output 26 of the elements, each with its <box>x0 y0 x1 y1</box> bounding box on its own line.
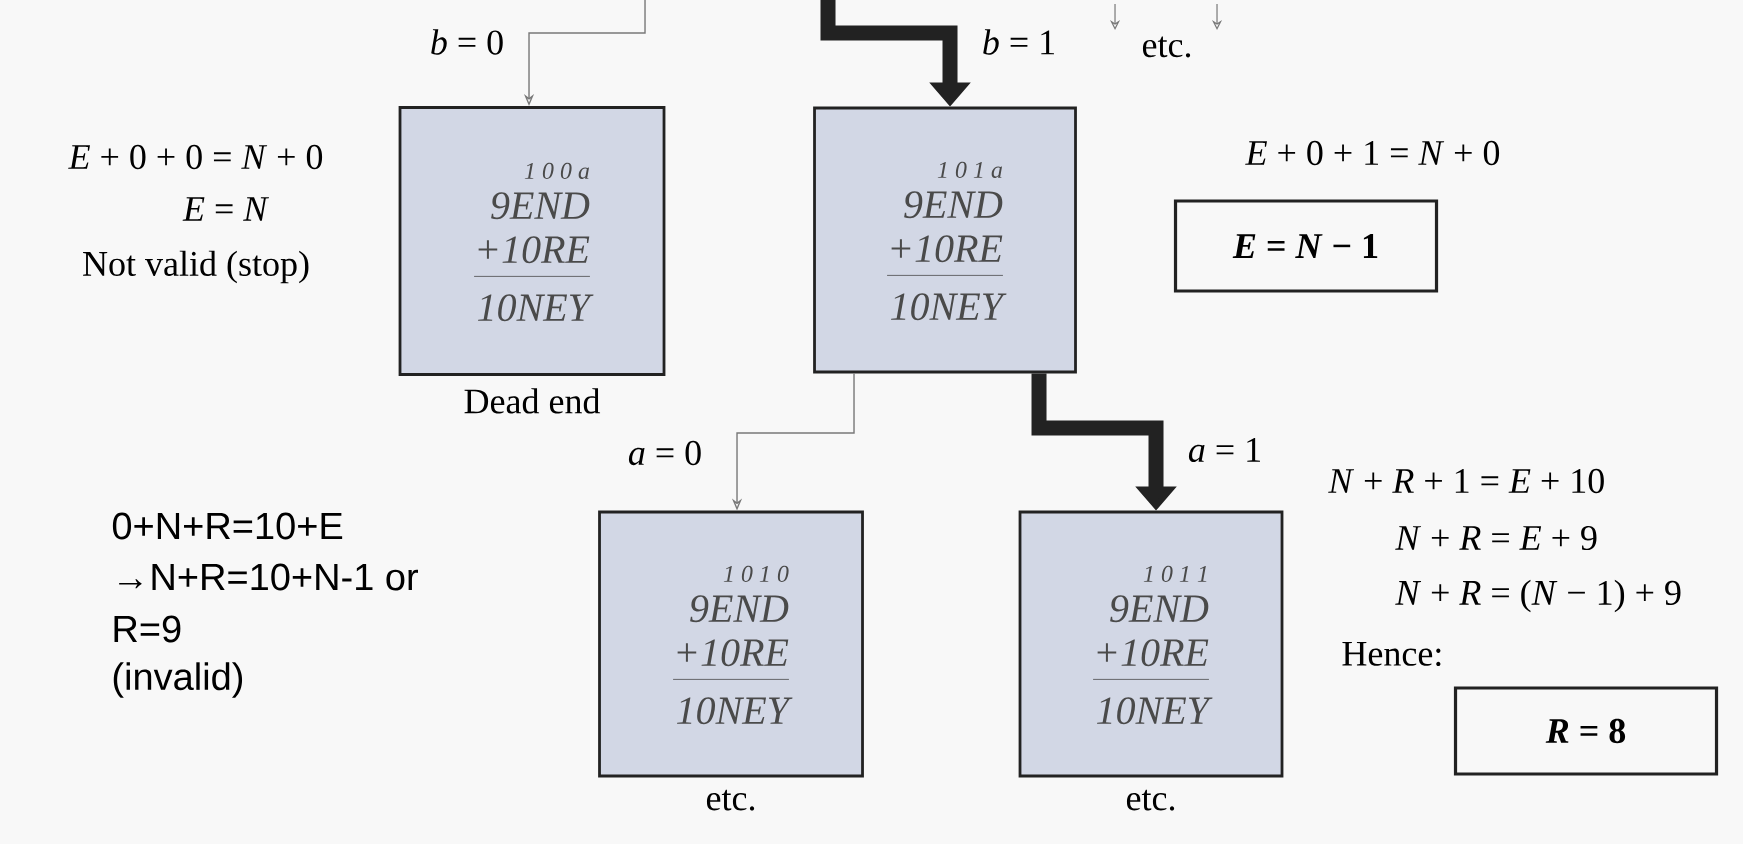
cryptarithm-card: 1 0 0 a 9END +10RE 10NEY <box>398 106 666 376</box>
edge-label: b = 0 <box>425 25 509 59</box>
equation: Not valid (stop) <box>83 250 309 284</box>
equation: E + 0 + 0 = N + 0 <box>68 144 323 170</box>
node-label: Dead end <box>464 388 601 414</box>
node-label: etc. <box>706 789 755 811</box>
edge-label: a = 0 <box>623 436 707 470</box>
note: 0+N+R=10+E <box>112 512 343 540</box>
note: R=9 <box>114 615 181 643</box>
cryptarithm-card: 1 0 1 1 9END +10RE 10NEY <box>1018 510 1284 778</box>
equation: N + R = (N − 1) + 9 <box>1395 579 1681 613</box>
edge-label: a = 1 <box>1183 433 1267 467</box>
note: →N+R=10+N-1 or <box>119 563 418 591</box>
equation: etc. <box>1142 36 1191 58</box>
equation: E = N <box>182 197 269 221</box>
node-label: etc. <box>1126 789 1175 811</box>
note: (invalid) <box>113 662 243 698</box>
cryptarithm-card: 1 0 1 0 9END +10RE 10NEY <box>598 510 864 778</box>
equation: N + R = E + 9 <box>1395 525 1597 551</box>
equation: N + R + 1 = E + 10 <box>1328 468 1604 494</box>
cryptarithm-card: 1 0 1 a 9END +10RE 10NEY <box>813 106 1077 374</box>
result-box: E = N − 1 <box>1173 199 1439 293</box>
equation: E + 0 + 1 = N + 0 <box>1245 140 1500 166</box>
equation: Hence: <box>1342 641 1441 667</box>
edge-label: b = 1 <box>977 25 1061 59</box>
result-box: R = 8 <box>1453 686 1719 776</box>
